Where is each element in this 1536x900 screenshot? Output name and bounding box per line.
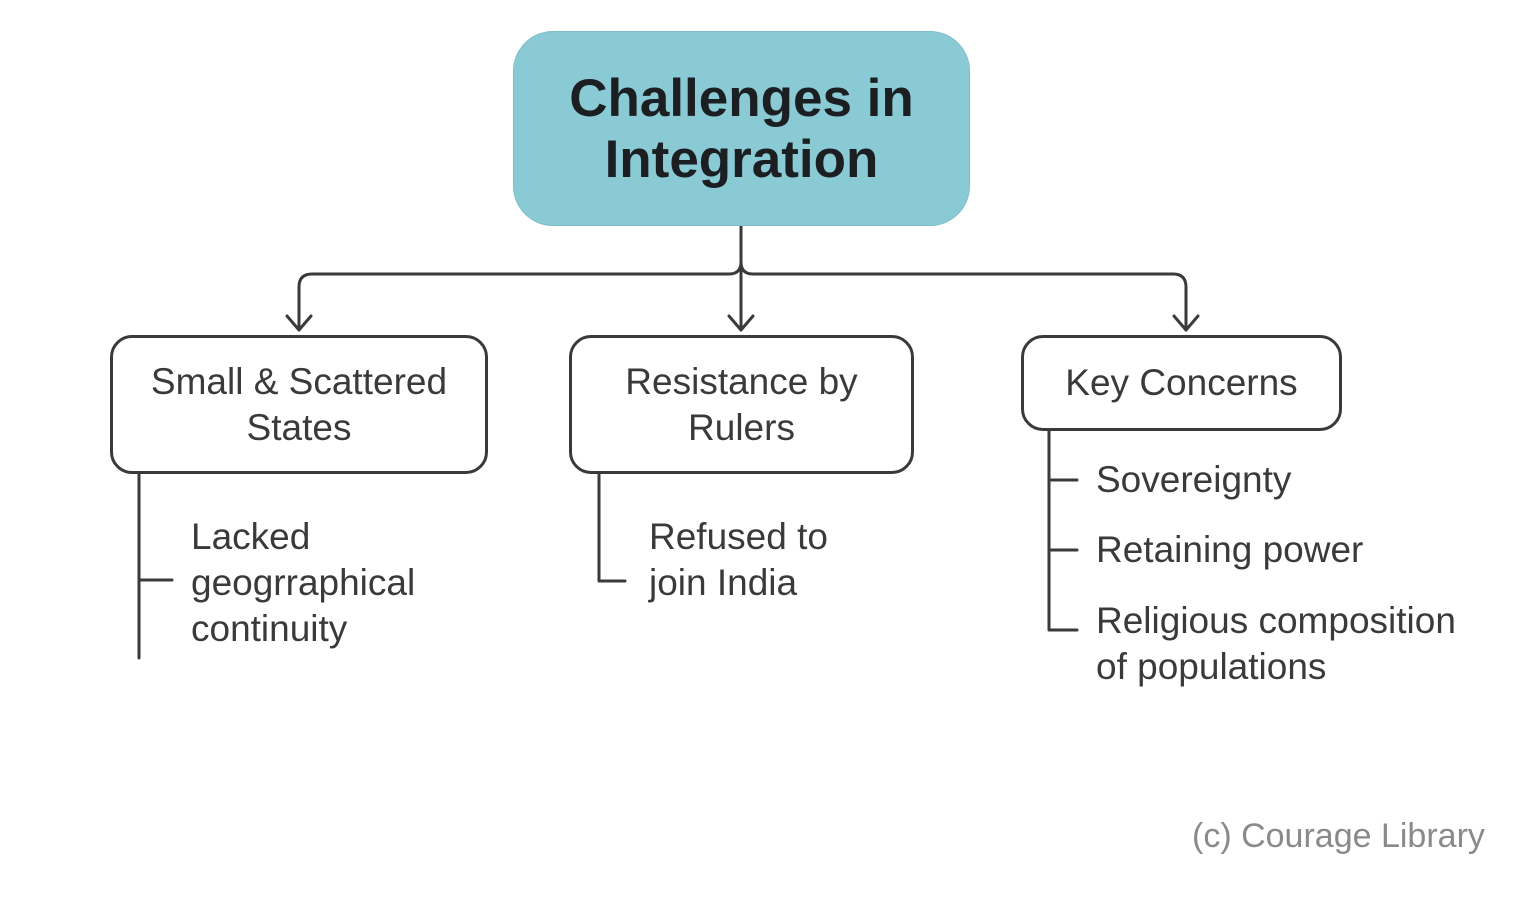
leaf-connector-3 [1047, 429, 1079, 632]
copyright-credit: (c) Courage Library [1192, 817, 1485, 855]
arrowhead-center [727, 314, 755, 332]
branch-line-left [297, 260, 743, 332]
leaf-item: Religious composition of populations [1096, 600, 1456, 687]
root-node: Challenges in Integration [513, 31, 970, 226]
root-title: Challenges in Integration [569, 68, 914, 189]
branch-title: Small & Scattered States [150, 360, 448, 448]
arrowhead-left [285, 314, 313, 332]
branch-title: Key Concerns [1065, 362, 1298, 403]
branch-title: Resistance by Rulers [625, 360, 858, 448]
leaf-item: Refused to join India [649, 516, 828, 603]
branch-node-key-concerns: Key Concerns [1021, 335, 1342, 431]
leaf-item: Lacked geogrraphical continuity [191, 516, 416, 649]
leaf-connector-2 [597, 472, 627, 583]
arrowhead-right [1172, 314, 1200, 332]
branch-line-right [739, 260, 1188, 332]
branch-node-small-scattered-states: Small & Scattered States [110, 335, 488, 474]
leaf-item: Sovereignty [1096, 459, 1292, 500]
branch-node-resistance-by-rulers: Resistance by Rulers [569, 335, 914, 474]
leaf-item: Retaining power [1096, 529, 1364, 570]
